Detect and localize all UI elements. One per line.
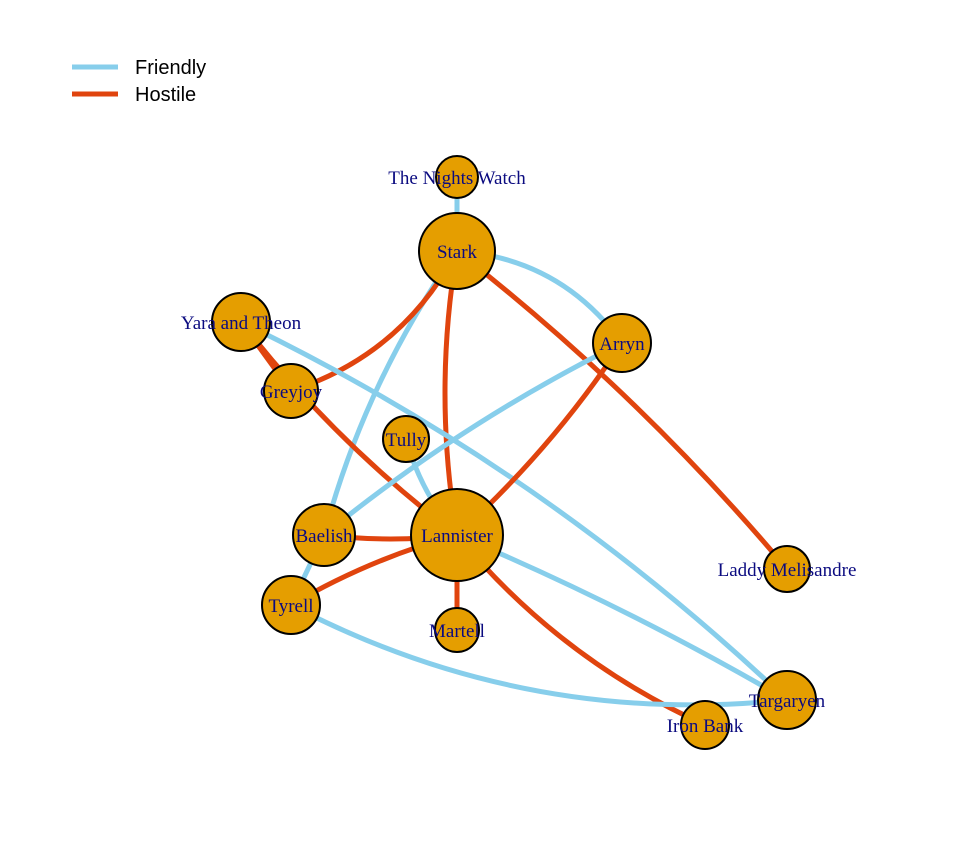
- node-label-lannister: Lannister: [421, 526, 493, 547]
- nodes: [211, 155, 817, 750]
- node-greyjoy: [263, 363, 319, 419]
- node-martell: [434, 607, 480, 653]
- node-arryn: [592, 313, 652, 373]
- legend-friendly-label: Friendly: [135, 57, 206, 79]
- node-nights_watch: [435, 155, 479, 199]
- node-label-tyrell: Tyrell: [268, 596, 313, 617]
- legend: Friendly Hostile: [72, 57, 206, 106]
- edge-hostile-stark-laddy_melisandre: [455, 249, 789, 571]
- node-baelish: [292, 503, 356, 567]
- node-yara_theon: [211, 292, 271, 352]
- edge-friendly-yara_theon-targaryen: [239, 319, 789, 702]
- node-label-stark: Stark: [437, 242, 478, 263]
- node-tully: [382, 415, 430, 463]
- node-tyrell: [261, 575, 321, 635]
- node-label-arryn: Arryn: [599, 334, 645, 355]
- node-label-yara_theon: Yara and Theon: [181, 313, 302, 334]
- node-label-baelish: Baelish: [296, 526, 353, 547]
- node-stark: [418, 212, 496, 290]
- node-label-greyjoy: Greyjoy: [260, 382, 323, 403]
- node-label-nights_watch: The Nights Watch: [388, 168, 526, 189]
- node-label-tully: Tully: [386, 430, 427, 451]
- node-iron_bank: [680, 700, 730, 750]
- node-label-martell: Martell: [429, 621, 485, 642]
- node-laddy_melisandre: [763, 545, 811, 593]
- legend-hostile-label: Hostile: [135, 84, 196, 106]
- node-label-iron_bank: Iron Bank: [667, 716, 744, 737]
- node-label-targaryen: Targaryen: [749, 691, 826, 712]
- node-targaryen: [757, 670, 817, 730]
- edge-friendly-lannister-targaryen: [456, 532, 789, 703]
- edges: [238, 176, 789, 728]
- node-label-laddy_melisandre: Laddy Melisandre: [718, 560, 857, 581]
- edge-friendly-arryn-baelish: [322, 340, 624, 537]
- edge-friendly-stark-baelish: [321, 249, 460, 536]
- node-lannister: [410, 488, 504, 582]
